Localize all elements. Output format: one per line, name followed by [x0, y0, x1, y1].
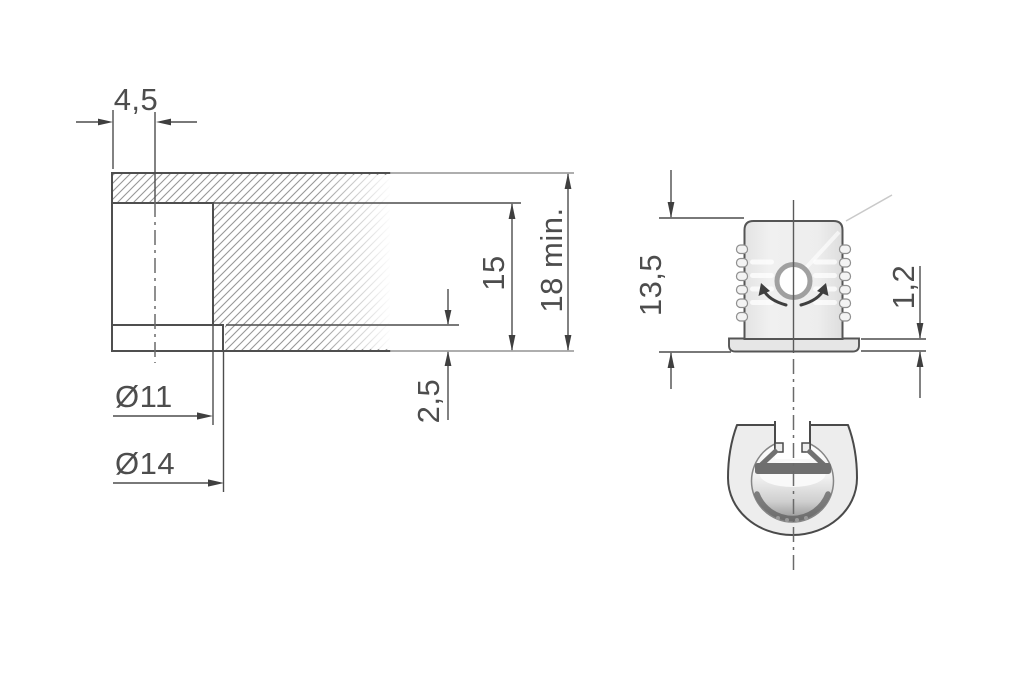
dot	[776, 516, 780, 520]
panel-outline	[111, 172, 574, 352]
arrowhead	[667, 202, 675, 218]
cavity-shadow	[754, 491, 831, 522]
dim-label-bore-depth: 15	[476, 255, 511, 290]
construction-line	[845, 194, 893, 222]
highlight	[813, 300, 837, 305]
rib	[838, 271, 852, 282]
dim-bore-depth: 15	[213, 202, 521, 351]
body-highlight	[802, 230, 841, 272]
dim-label-counterbore-diameter: Ø14	[115, 446, 175, 481]
arrowhead	[98, 118, 113, 126]
dim-label-panel-thickness: 18 min.	[534, 207, 569, 312]
dim-label-bore-diameter: Ø11	[115, 379, 173, 414]
panel-hatch-fadeout	[316, 175, 392, 349]
arrowhead	[508, 335, 516, 351]
arrowhead	[444, 310, 452, 325]
arrowhead	[208, 479, 224, 487]
cam-bar	[755, 463, 831, 474]
cam-rotation-arrows	[758, 283, 829, 307]
dim-flange-thickness: 1,2	[861, 265, 926, 398]
rib	[838, 298, 852, 309]
highlight	[750, 300, 774, 305]
arrowhead	[444, 351, 452, 366]
rib	[735, 311, 749, 322]
rib	[838, 311, 852, 322]
dim-counterbore-diameter: Ø14	[113, 351, 225, 492]
arrowhead	[916, 323, 924, 339]
rib	[735, 298, 749, 309]
panel-section-view: 4,5 15 18 min. 2,5	[76, 82, 574, 492]
arrowhead	[667, 352, 675, 368]
dim-label-housing-height: 13,5	[633, 254, 668, 316]
highlight	[813, 273, 837, 278]
rotation-arrowhead	[817, 283, 829, 296]
arrowhead	[564, 335, 572, 351]
rib	[735, 244, 749, 255]
fitting-side-view: 13,5 1,2	[633, 170, 926, 398]
clip-hook	[774, 442, 784, 453]
dim-panel-thickness: 18 min.	[534, 173, 572, 351]
fitting-ribs	[735, 244, 852, 322]
arrowhead	[156, 118, 171, 126]
rib	[838, 257, 852, 268]
arrowhead	[916, 351, 924, 367]
highlight	[813, 259, 837, 265]
rib	[735, 284, 749, 295]
rib	[735, 271, 749, 282]
knurl-dots	[776, 516, 808, 522]
dim-label-edge-distance: 4,5	[114, 82, 159, 117]
dim-label-flange-thickness: 1,2	[886, 265, 921, 310]
rib	[838, 244, 852, 255]
arrowhead	[508, 203, 516, 219]
dim-bore-diameter: Ø11	[113, 325, 214, 425]
rib	[735, 257, 749, 268]
arrowhead	[197, 412, 213, 420]
clip-hook	[801, 442, 811, 453]
dot	[785, 518, 789, 522]
dim-edge-distance: 4,5	[76, 82, 197, 169]
dim-housing-height: 13,5	[633, 170, 744, 389]
dim-counterbore-depth: 2,5	[226, 289, 459, 423]
fitting-bottom-view	[727, 359, 858, 574]
dot	[804, 516, 808, 520]
rotation-arrowhead	[758, 283, 770, 296]
dot	[795, 518, 799, 522]
dim-label-counterbore-depth: 2,5	[411, 379, 446, 424]
highlight	[750, 259, 774, 265]
highlight	[750, 273, 774, 278]
arrowhead	[564, 173, 572, 189]
rib	[838, 284, 852, 295]
